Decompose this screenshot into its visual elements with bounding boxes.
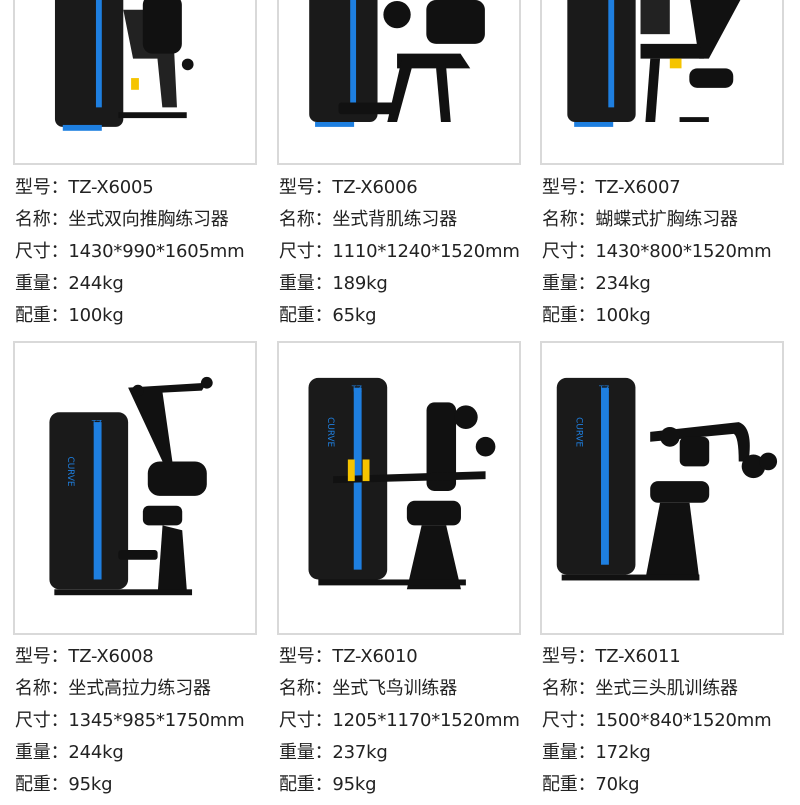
weight-label: 重量： <box>542 742 596 763</box>
brand-text: CURVE <box>573 417 583 447</box>
name-label: 名称： <box>15 678 69 699</box>
name-value: 坐式背肌练习器 <box>332 209 458 230</box>
size-label: 尺寸： <box>279 710 333 731</box>
stack-label: 配重： <box>542 774 596 795</box>
size-value: 1205*1170*1520mm <box>332 710 520 731</box>
size-label: 尺寸： <box>279 241 333 262</box>
weight-label: 重量： <box>279 742 333 763</box>
stack-value: 95kg <box>332 774 377 795</box>
name-value: 坐式高拉力练习器 <box>68 678 211 699</box>
stack-label: 配重： <box>15 305 69 326</box>
weight-value: 189kg <box>332 273 388 294</box>
weight-value: 237kg <box>332 742 388 763</box>
stack-label: 配重： <box>542 305 596 326</box>
model-label: 型号： <box>15 177 69 198</box>
product-image <box>13 0 257 165</box>
model-value: TZ-X6011 <box>595 646 681 667</box>
weight-value: 234kg <box>595 273 651 294</box>
logo-text: TZ <box>598 385 610 394</box>
model-value: TZ-X6010 <box>332 646 418 667</box>
brand-text: CURVE <box>65 457 75 487</box>
logo-text: TZ <box>351 385 363 394</box>
stack-label: 配重： <box>279 305 333 326</box>
stack-value: 70kg <box>595 774 640 795</box>
size-value: 1345*985*1750mm <box>68 710 245 731</box>
model-label: 型号： <box>542 177 596 198</box>
weight-label: 重量： <box>279 273 333 294</box>
product-image <box>277 0 521 165</box>
size-value: 1430*800*1520mm <box>595 241 772 262</box>
size-label: 尺寸： <box>15 710 69 731</box>
name-label: 名称： <box>279 678 333 699</box>
model-label: 型号： <box>15 646 69 667</box>
stack-value: 95kg <box>68 774 113 795</box>
product-image <box>540 0 784 165</box>
name-label: 名称： <box>542 678 596 699</box>
name-value: 蝴蝶式扩胸练习器 <box>595 209 738 230</box>
weight-label: 重量： <box>542 273 596 294</box>
stack-value: 100kg <box>595 305 651 326</box>
stack-label: 配重： <box>15 774 69 795</box>
model-value: TZ-X6005 <box>68 177 154 198</box>
brand-text: CURVE <box>325 417 335 447</box>
model-value: TZ-X6008 <box>68 646 154 667</box>
size-label: 尺寸： <box>15 241 69 262</box>
product-image: CURVE TZ <box>13 341 257 635</box>
model-value: TZ-X6007 <box>595 177 681 198</box>
stack-label: 配重： <box>279 774 333 795</box>
model-label: 型号： <box>279 646 333 667</box>
weight-value: 244kg <box>68 742 124 763</box>
logo-text: TZ <box>91 419 103 428</box>
weight-label: 重量： <box>15 742 69 763</box>
size-value: 1500*840*1520mm <box>595 710 772 731</box>
size-value: 1430*990*1605mm <box>68 241 245 262</box>
weight-value: 244kg <box>68 273 124 294</box>
model-label: 型号： <box>542 646 596 667</box>
stack-value: 65kg <box>332 305 377 326</box>
stack-value: 100kg <box>68 305 124 326</box>
weight-value: 172kg <box>595 742 651 763</box>
product-image: CURVE TZ <box>277 341 521 635</box>
weight-label: 重量： <box>15 273 69 294</box>
name-value: 坐式三头肌训练器 <box>595 678 738 699</box>
product-image: CURVE TZ <box>540 341 784 635</box>
name-label: 名称： <box>279 209 333 230</box>
size-label: 尺寸： <box>542 241 596 262</box>
model-label: 型号： <box>279 177 333 198</box>
size-label: 尺寸： <box>542 710 596 731</box>
size-value: 1110*1240*1520mm <box>332 241 520 262</box>
name-value: 坐式飞鸟训练器 <box>332 678 458 699</box>
model-value: TZ-X6006 <box>332 177 418 198</box>
name-value: 坐式双向推胸练习器 <box>68 209 229 230</box>
name-label: 名称： <box>542 209 596 230</box>
name-label: 名称： <box>15 209 69 230</box>
